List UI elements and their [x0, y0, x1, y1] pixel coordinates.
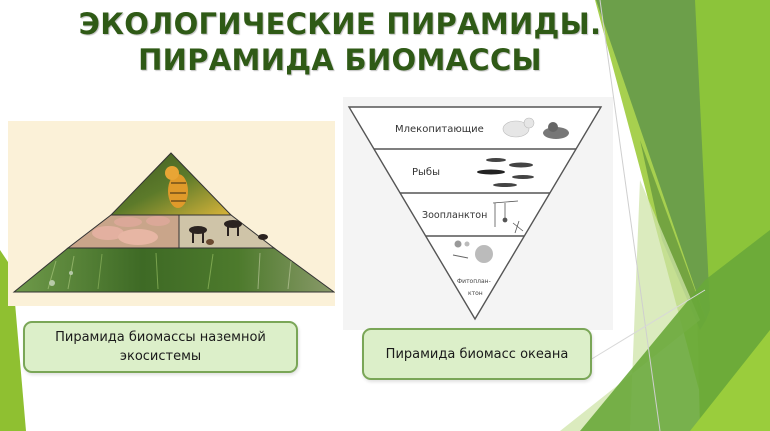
- polar-bear-icon: [502, 117, 535, 138]
- slide-title: ЭКОЛОГИЧЕСКИЕ ПИРАМИДЫ. ПИРАМИДА БИОМАСС…: [60, 6, 620, 78]
- right-lime-panel-2: [690, 0, 770, 431]
- grass-texture: [47, 252, 292, 290]
- level-label-mammals: Млекопитающие: [395, 124, 484, 135]
- title-line-2: ПИРАМИДА БИОМАССЫ: [138, 43, 542, 77]
- level-label-fish: Рыбы: [412, 167, 440, 178]
- title-line-1: ЭКОЛОГИЧЕСКИЕ ПИРАМИДЫ.: [78, 7, 602, 41]
- zooplankton-icons: [492, 200, 524, 234]
- ocean-pyramid-image: Млекопитающие Рыбы Зоопланктон: [343, 97, 613, 330]
- terrestrial-pyramid-image: [8, 121, 336, 306]
- tiger-shape: [165, 166, 188, 208]
- right-bottom-lime: [690, 330, 770, 431]
- level-label-zooplankton: Зоопланктон: [422, 210, 487, 221]
- right-lime-panel: [595, 0, 770, 431]
- level-label-phytoplankton-1: Фитоплан-: [457, 278, 491, 285]
- inverted-pyramid-outline: [347, 106, 603, 321]
- level-label-phytoplankton-2: ктон: [468, 290, 483, 297]
- pig-shapes: [92, 216, 170, 245]
- walrus-icon: [543, 122, 569, 139]
- phytoplankton-icons: [452, 240, 493, 263]
- terrestrial-caption-box: Пирамида биомассы наземной экосистемы: [23, 321, 298, 373]
- pyramid-level-bottom: [12, 247, 336, 293]
- antelope-shapes: [189, 220, 268, 245]
- terrestrial-caption-text: Пирамида биомассы наземной экосистемы: [55, 330, 266, 364]
- ocean-caption-box: Пирамида биомасс океана: [362, 328, 592, 380]
- ocean-caption-text: Пирамида биомасс океана: [385, 346, 569, 362]
- right-dark-overlap: [640, 140, 706, 330]
- fish-icons: [477, 158, 534, 187]
